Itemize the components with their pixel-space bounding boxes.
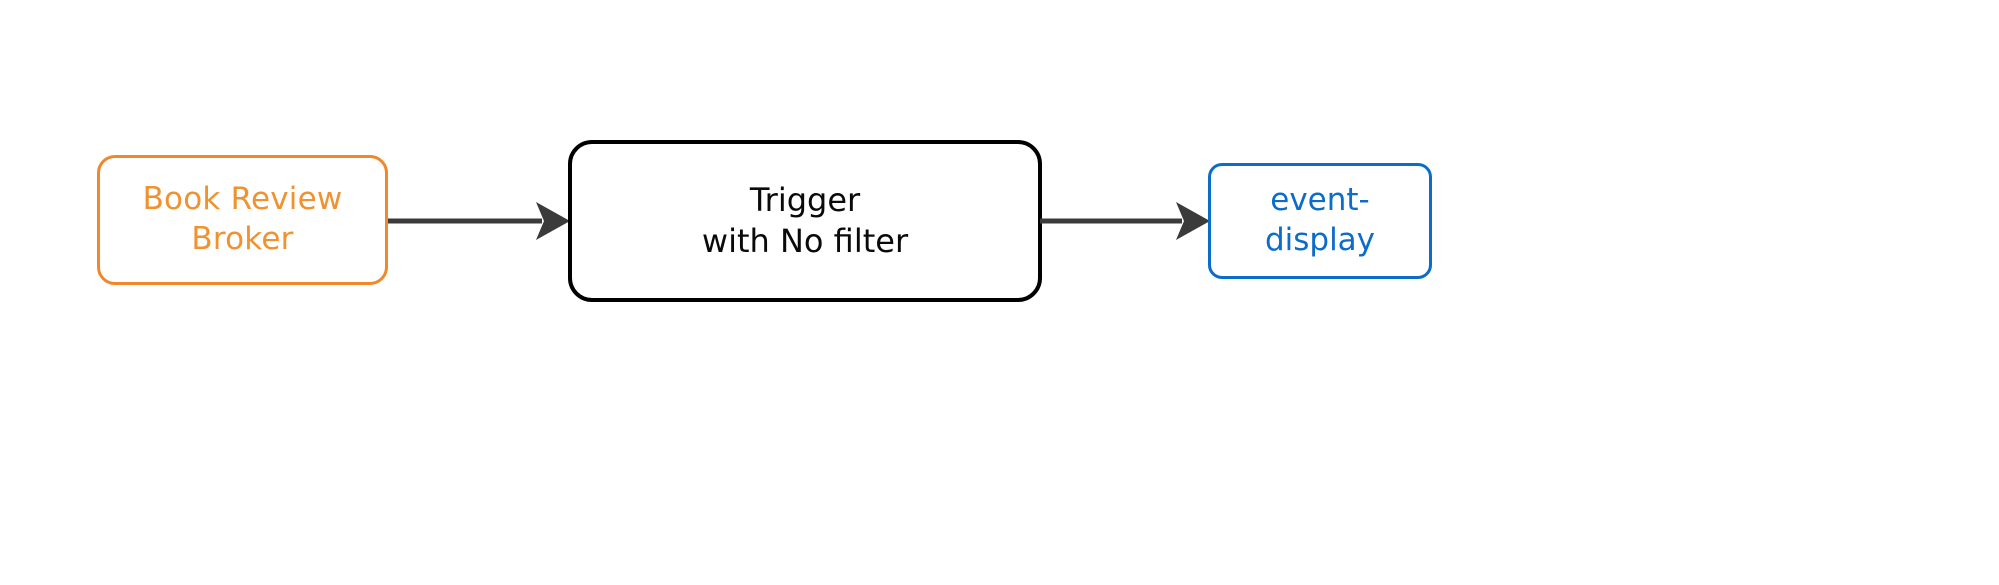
node-event-display-label: event-display — [1264, 182, 1376, 258]
node-book-review-broker[interactable]: Book Review Broker — [97, 155, 388, 285]
edge-source-to-trigger — [388, 202, 570, 240]
node-trigger-label: Trigger with No filter — [701, 181, 909, 260]
arrowhead-icon — [1176, 202, 1210, 240]
node-book-review-broker-label: Book Review Broker — [142, 181, 343, 257]
node-trigger-with-no-filter[interactable]: Trigger with No filter — [568, 140, 1042, 302]
edge-trigger-to-sink — [1040, 202, 1210, 240]
node-event-display[interactable]: event-display — [1208, 163, 1432, 279]
arrowhead-icon — [536, 202, 570, 240]
